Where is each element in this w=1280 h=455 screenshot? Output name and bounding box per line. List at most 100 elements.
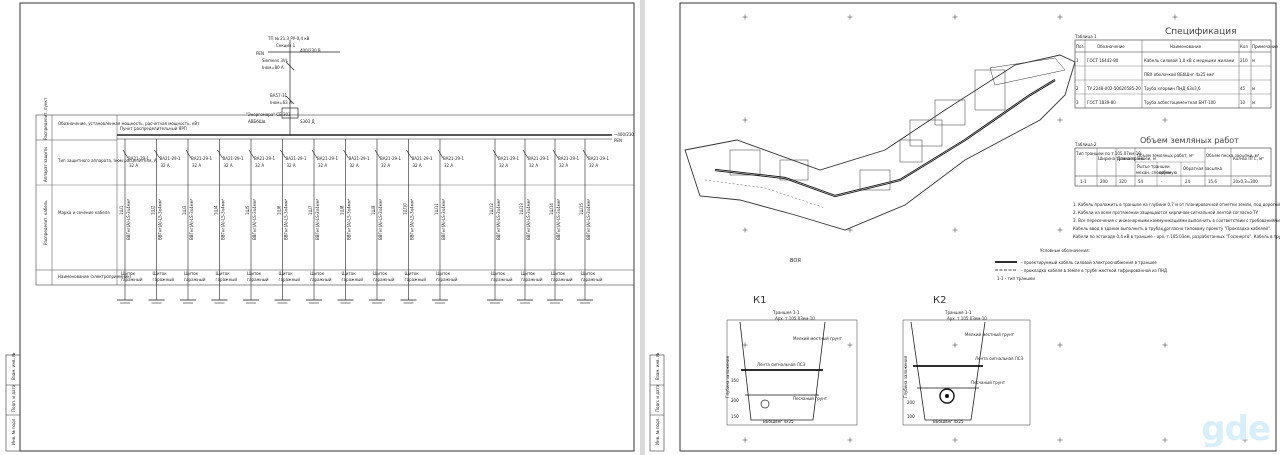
feeder-breaker-type: ВА21-29-1 (588, 156, 610, 161)
earth-cell: 320 (1119, 179, 1127, 184)
plus-marker (742, 14, 748, 20)
plus-marker (742, 342, 748, 348)
supply-section: Секция 1 (276, 43, 296, 48)
feeder-breaker-type: ВА21-29-1 (380, 156, 402, 161)
earth-h-5: Кол-во ПГС, м³ (1233, 156, 1264, 161)
spec-cell: 1 (1076, 58, 1079, 63)
sheet-frame (679, 2, 1277, 452)
plus-marker (1172, 14, 1178, 20)
consumer-sub: гаражный (342, 277, 364, 282)
supply-meter-sub: S303 Д (300, 119, 315, 124)
plus-marker (952, 14, 958, 20)
feeder-cable: ВВГнг(А)-LS-3х4мм² (496, 198, 501, 240)
plus-marker (742, 437, 748, 443)
earth-h-0: Тип траншеи по т.105.07ем-19 (1075, 151, 1141, 156)
spec-cell: ТУ 2248-002-50620585-20 (1086, 86, 1141, 91)
feeder-id: 1Ш2 (151, 205, 156, 215)
spec-cell: ГОСТ 1839-80 (1087, 100, 1116, 105)
consumer-sub: гаражный (121, 277, 143, 282)
plus-marker (952, 227, 958, 233)
section-k1-soil: Мелкий местный грунт (793, 336, 843, 341)
breaker-symbol (522, 149, 529, 159)
plus-marker (847, 342, 853, 348)
earth-cell: 24 (1185, 179, 1191, 184)
feeder-breaker-type: ВА21-29-1 (223, 156, 245, 161)
feeder-cable: ВВГнг(А)-LS-3х4мм² (189, 198, 194, 240)
consumer-sub: гаражный (247, 277, 269, 282)
sheet-divider (640, 0, 645, 455)
feeder-id: 1Ш10 (403, 203, 408, 215)
feeder-breaker-current: 32 А (350, 163, 359, 168)
feeder-breaker-current: 32 А (559, 163, 568, 168)
spec-cell: 210 (1240, 58, 1248, 63)
consumer-sub: гаражный (581, 277, 603, 282)
earth-cell: 200 (1100, 179, 1108, 184)
section-k2-sand: Песчаный грунт (971, 380, 1006, 385)
feeder-breaker-current: 32 А (129, 163, 138, 168)
row-group-2: Аппарат защиты (43, 147, 48, 182)
section-k1-tape: Лента сигнальная ЛСЭ (757, 362, 806, 367)
spec-table: Спецификация Таблица 1 Поз Обозначение Н… (1074, 27, 1279, 109)
row-header-1: Обозначение, установленная мощность, рас… (58, 121, 200, 126)
feeder-breaker-current: 32 А (589, 163, 598, 168)
feeder-id: 1Ш6 (277, 205, 282, 215)
feeder-id: 1Ш11 (434, 203, 439, 215)
section-k2-dim-0: 200 (907, 400, 915, 405)
feeder-cable: ВВГнг(А)-LS-3х4мм² (347, 198, 352, 240)
consumer-label: Щиток (521, 271, 536, 276)
row-header-2: Тип защитного аппарата, Iном расцепителя… (57, 158, 157, 163)
spec-cell: ПВХ оболочкой ВБбШнг 4х25 мм² (1144, 72, 1215, 77)
spec-cell: Труба асбестоцементная БНТ-100 (1143, 100, 1216, 105)
stamp-strip (5, 354, 21, 452)
plus-marker (952, 342, 958, 348)
spec-cell: м (1252, 86, 1255, 91)
plus-marker (1057, 342, 1063, 348)
feeder-breaker-current: 32 А (161, 163, 170, 168)
spec-cell: Труба хлорвин ПНД 63х3,6 (1143, 86, 1201, 91)
consumer-label: Щиток (216, 271, 231, 276)
stamp-label-2: Подп. и дата (655, 384, 660, 412)
plus-marker (952, 437, 958, 443)
spec-cell: 45 (1240, 86, 1246, 91)
note-line: Кабель ввод в здание выполнить в трубах … (1073, 226, 1271, 231)
breaker-symbol (154, 149, 160, 159)
feeder-breaker-type: ВА21-29-1 (558, 156, 580, 161)
feeder-breaker-current: 32 А (499, 163, 508, 168)
site-plan-sheet: Инв. № подл. Подп. и дата Взам. инв. № В… (645, 0, 1280, 455)
row-header-3: Марка и сечение кабеля (58, 210, 110, 215)
plus-marker (1057, 437, 1063, 443)
feeder-breaker-current: 32 А (255, 163, 264, 168)
plus-marker (1162, 437, 1168, 443)
section-k1-depth: Глубина заложения (725, 355, 730, 398)
feeder-cable: ВВГнг(А)-LS-3х4мм² (410, 198, 415, 240)
earth-sub-2: вручную (1159, 170, 1178, 175)
site-plan-drawing: Инв. № подл. Подп. и дата Взам. инв. № В… (649, 2, 1280, 452)
consumer-sub: гаражный (279, 277, 301, 282)
section-k2-ref: Арх. т.105.03ем-10 (947, 316, 987, 321)
spec-h-0: Поз (1076, 44, 1084, 49)
cable-route (714, 79, 1056, 198)
plus-marker (742, 227, 748, 233)
feeder-breaker-current: 32 А (381, 163, 390, 168)
earth-h-3: Объем земляных работ, м³ (1137, 153, 1194, 158)
note-line: 3. Все пересечения с инженерными коммуни… (1073, 218, 1280, 223)
feeder-breaker-type: ВА21-29-1 (254, 156, 276, 161)
feeder-cable: ВВГнг(А)-LS-3х4мм² (378, 198, 383, 240)
section-k2: К2 Траншея 1-1 Арх. т.105.03ем-10 Мелкий… (902, 295, 1031, 426)
breaker-symbol (437, 149, 444, 159)
plus-marker (1057, 117, 1063, 123)
section-k2-dim-1: 100 (907, 414, 915, 419)
section-k2-depth: Глубина заложения (903, 355, 908, 398)
earth-table: Объем земляных работ Таблица 2 Тип транш… (1074, 136, 1272, 187)
breaker-symbol (552, 149, 559, 159)
consumer-label: Щиток (247, 271, 262, 276)
section-k1-ref: Арх. т.105.03ем-10 (775, 316, 815, 321)
earth-caption: Таблица 2 (1074, 142, 1097, 147)
breaker-symbol (374, 149, 381, 159)
stamp-label-1: Инв. № подл. (655, 417, 660, 445)
section-k1-cable: ВБбШвнг 4х25 (763, 419, 794, 424)
